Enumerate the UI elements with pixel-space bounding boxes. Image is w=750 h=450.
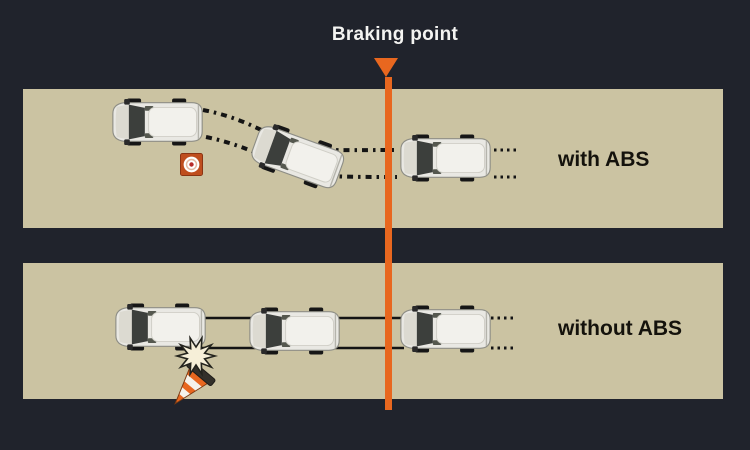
label-without-abs: without ABS (558, 317, 683, 340)
car-abs-stopped (111, 98, 205, 146)
car-noabs-start (399, 305, 493, 353)
braking-point-line (385, 77, 392, 410)
car-abs-start (399, 134, 493, 182)
label-with-abs: with ABS (558, 148, 650, 171)
target-marker-icon (180, 153, 203, 176)
car-noabs-skidding (248, 307, 342, 355)
braking-point-title: Braking point (331, 24, 459, 45)
collision-burst-icon (173, 334, 219, 378)
braking-point-triangle-icon (374, 58, 398, 77)
